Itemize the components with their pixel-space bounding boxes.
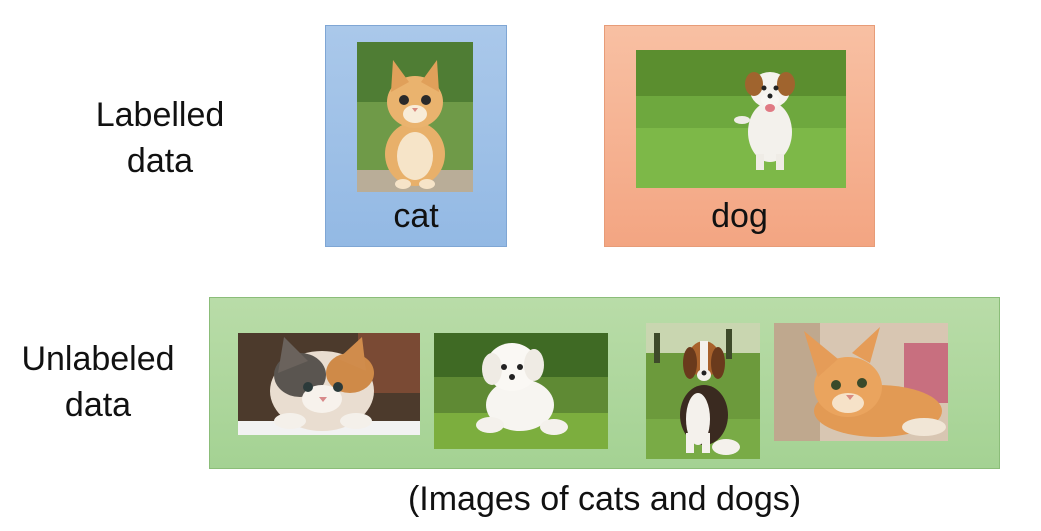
labelled-label-line2: data xyxy=(126,142,194,180)
caption: (Images of cats and dogs) xyxy=(407,480,802,518)
white-puppy-photo xyxy=(434,333,608,449)
unlabeled-label-line2: data xyxy=(64,386,132,424)
orange-kitten-photo xyxy=(774,323,948,441)
beagle-photo xyxy=(646,323,760,459)
labelled-data-label: Labelled data xyxy=(60,92,260,184)
dog-labelled-box: dog xyxy=(604,25,875,247)
calico-kitten-photo xyxy=(238,333,420,435)
dog-photo xyxy=(636,50,846,188)
unlabeled-label-line1: Unlabeled xyxy=(21,340,175,378)
dog-label: dog xyxy=(711,197,768,235)
labelled-label-line1: Labelled xyxy=(95,96,225,134)
unlabeled-data-box xyxy=(209,297,1000,469)
cat-labelled-box: cat xyxy=(325,25,507,247)
unlabeled-data-label: Unlabeled data xyxy=(0,336,196,428)
cat-photo xyxy=(357,42,473,192)
cat-label: cat xyxy=(393,197,439,235)
